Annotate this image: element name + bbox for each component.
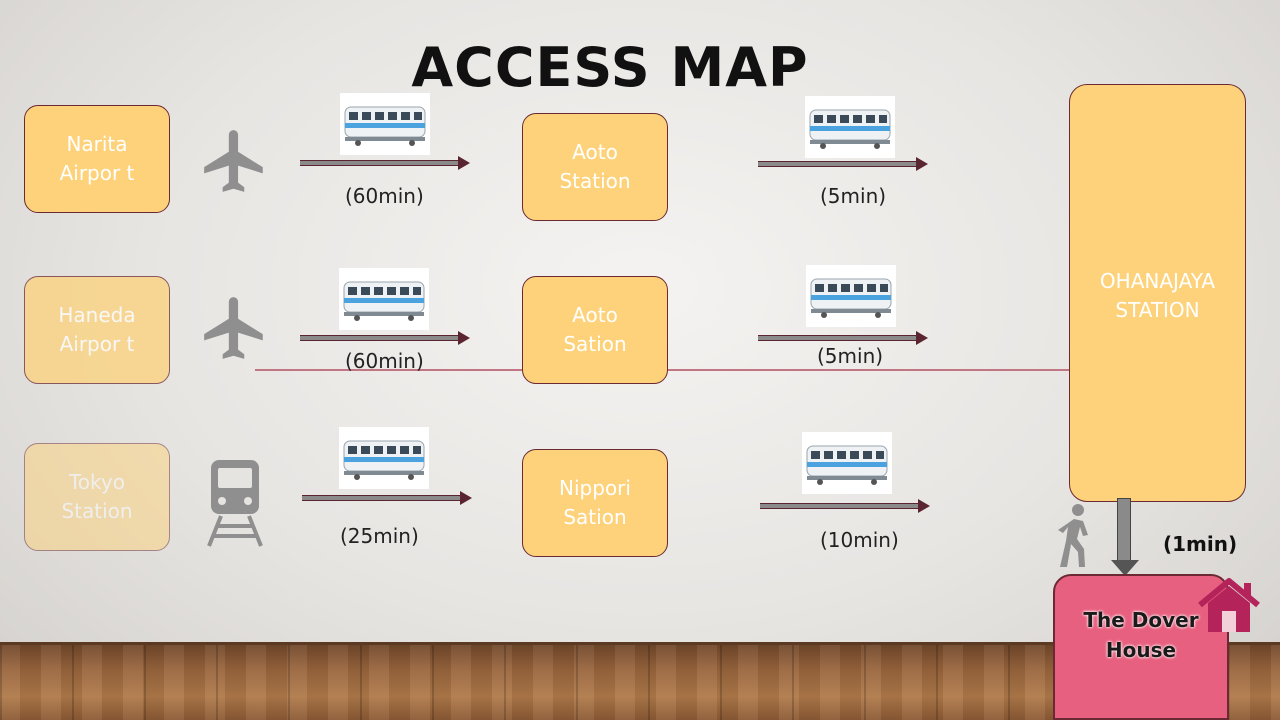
arrow-shaft	[302, 495, 462, 501]
arrow-leg-1a	[300, 156, 470, 170]
origin-box-haneda: Haneda Airpor t	[24, 276, 170, 384]
train-icon	[339, 427, 429, 489]
arrow-leg-1b	[758, 157, 928, 171]
train-front-icon	[207, 460, 263, 547]
arrow-head	[460, 491, 472, 505]
travel-time: (10min)	[820, 528, 899, 552]
arrow-leg-2a	[300, 331, 470, 345]
floor-seam	[0, 642, 1280, 645]
transfer-label: Aoto Station	[559, 140, 631, 193]
arrow-head	[916, 331, 928, 345]
travel-time: (25min)	[340, 524, 419, 548]
airplane-icon	[204, 297, 263, 359]
destination-label: The Dover House	[1083, 608, 1199, 662]
transfer-box-nippori: Nippori Sation	[522, 449, 668, 557]
travel-time: (5min)	[820, 184, 887, 208]
arrow-shaft	[758, 335, 918, 341]
arrow-shaft	[300, 160, 460, 166]
train-icon	[805, 96, 895, 158]
transfer-label: Aoto Sation	[563, 303, 627, 356]
train-icon	[806, 265, 896, 327]
destination-box-dover-house: The Dover House	[1053, 574, 1229, 720]
train-icon	[339, 268, 429, 330]
page-title: ACCESS MAP	[411, 36, 809, 99]
origin-box-tokyo: Tokyo Station	[24, 443, 170, 551]
train-icon	[340, 93, 430, 155]
arrow-head	[916, 157, 928, 171]
walking-person-icon	[1058, 504, 1088, 567]
walk-time: (1min)	[1163, 532, 1238, 556]
terminal-box-ohanajaya: OHANAJAYA STATION	[1069, 84, 1246, 502]
arrow-head	[918, 499, 930, 513]
arrow-leg-2b	[758, 331, 928, 345]
origin-label: Haneda Airpor t	[58, 303, 136, 356]
arrow-leg-3a	[302, 491, 472, 505]
terminal-label: OHANAJAYA STATION	[1099, 269, 1216, 322]
arrow-shaft	[1117, 498, 1131, 562]
travel-time: (60min)	[345, 184, 424, 208]
arrow-leg-3b	[760, 499, 930, 513]
transfer-label: Nippori Sation	[559, 476, 631, 529]
airplane-icon	[204, 130, 263, 192]
travel-time: (60min)	[345, 349, 424, 373]
origin-label: Tokyo Station	[61, 470, 133, 523]
arrow-shaft	[758, 161, 918, 167]
arrow-shaft	[300, 335, 460, 341]
house-icon	[1198, 578, 1260, 632]
transfer-box-aoto: Aoto Station	[522, 113, 668, 221]
walk-arrow	[1111, 498, 1139, 578]
arrow-head	[458, 331, 470, 345]
train-icon	[802, 432, 892, 494]
travel-time: (5min)	[817, 344, 884, 368]
transfer-box-aoto-2: Aoto Sation	[522, 276, 668, 384]
arrow-head	[458, 156, 470, 170]
origin-label: Narita Airpor t	[59, 132, 135, 185]
origin-box-narita: Narita Airpor t	[24, 105, 170, 213]
arrow-head	[1111, 560, 1139, 576]
arrow-shaft	[760, 503, 920, 509]
